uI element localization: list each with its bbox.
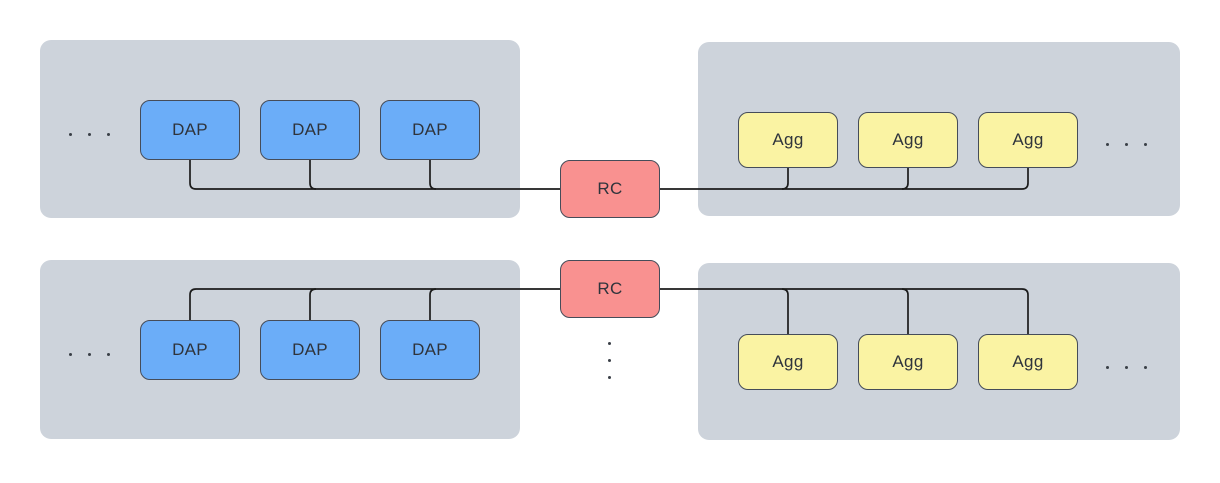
dap-node-label: DAP	[172, 120, 208, 139]
rc-node-label: RC	[597, 179, 623, 198]
dot	[608, 342, 611, 345]
dap-node: DAP	[140, 320, 240, 380]
dap-node-label: DAP	[412, 340, 448, 359]
dot	[69, 353, 72, 356]
ellipsis-horizontal-icon	[69, 133, 110, 136]
agg-node: Agg	[738, 334, 838, 390]
dot	[1144, 366, 1147, 369]
agg-node: Agg	[978, 334, 1078, 390]
agg-node-label: Agg	[892, 352, 924, 371]
agg-node-label: Agg	[1012, 352, 1044, 371]
agg-node: Agg	[978, 112, 1078, 168]
dot	[69, 133, 72, 136]
agg-node-label: Agg	[892, 130, 924, 149]
dap-node: DAP	[380, 320, 480, 380]
rc-node: RC	[560, 260, 660, 318]
dot	[107, 353, 110, 356]
agg-node: Agg	[738, 112, 838, 168]
dap-node-label: DAP	[412, 120, 448, 139]
dap-node: DAP	[260, 320, 360, 380]
agg-node-label: Agg	[772, 352, 804, 371]
agg-node-label: Agg	[1012, 130, 1044, 149]
rc-node: RC	[560, 160, 660, 218]
dot	[1106, 366, 1109, 369]
dot	[107, 133, 110, 136]
dap-node-label: DAP	[292, 120, 328, 139]
ellipsis-horizontal-icon	[1106, 366, 1147, 369]
dot	[608, 376, 611, 379]
dap-node: DAP	[380, 100, 480, 160]
dot	[1125, 366, 1128, 369]
dot	[1125, 143, 1128, 146]
ellipsis-horizontal-icon	[69, 353, 110, 356]
rc-node-label: RC	[597, 279, 623, 298]
agg-node: Agg	[858, 334, 958, 390]
agg-node: Agg	[858, 112, 958, 168]
dot	[1106, 143, 1109, 146]
dot	[88, 133, 91, 136]
dot	[608, 359, 611, 362]
ellipsis-vertical-icon	[608, 342, 611, 379]
dot	[88, 353, 91, 356]
dap-node-label: DAP	[172, 340, 208, 359]
agg-node-label: Agg	[772, 130, 804, 149]
dap-node: DAP	[260, 100, 360, 160]
dot	[1144, 143, 1147, 146]
dap-node: DAP	[140, 100, 240, 160]
ellipsis-horizontal-icon	[1106, 143, 1147, 146]
dap-node-label: DAP	[292, 340, 328, 359]
